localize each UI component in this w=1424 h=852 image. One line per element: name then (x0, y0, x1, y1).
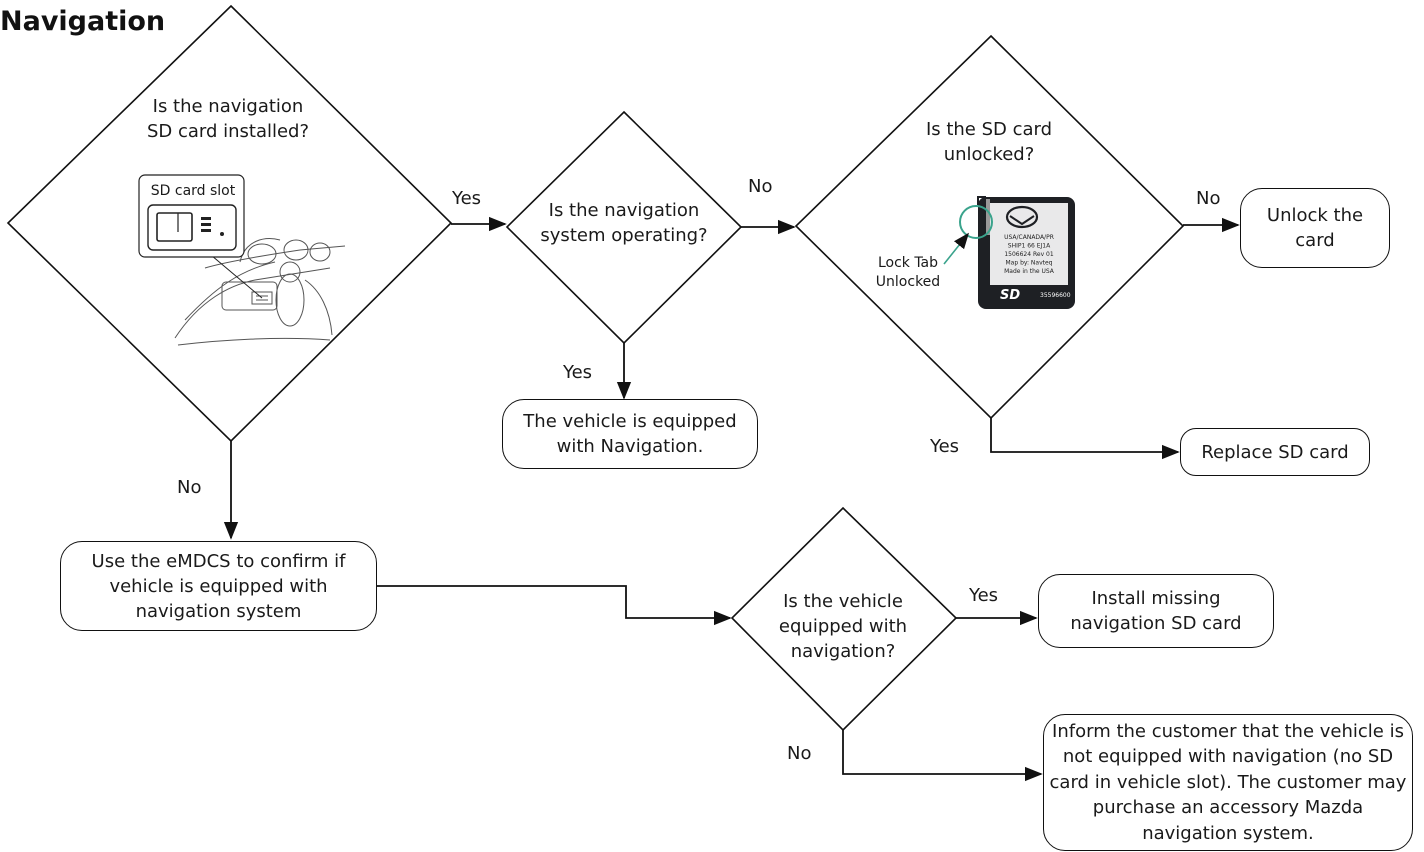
box-install-sd-card: Install missing navigation SD card (1038, 574, 1274, 648)
box-replace-sd-card: Replace SD card (1180, 428, 1370, 476)
edge-label-yes: Yes (930, 436, 960, 457)
sd-card-text-line: 1506624 Rev 01 (1004, 251, 1053, 258)
edge-label-no: No (748, 176, 773, 197)
box-use-emdcs: Use the eMDCS to confirm if vehicle is e… (60, 541, 377, 631)
dashboard-illustration (174, 238, 346, 346)
sd-slot-label: SD card slot (150, 183, 236, 199)
box-vehicle-equipped-navigation: The vehicle is equipped with Navigation. (502, 399, 758, 469)
edge-label-no: No (177, 477, 202, 498)
edge-label-no: No (787, 743, 812, 764)
edge-label-yes: Yes (969, 585, 999, 606)
arrow-emdcs-to-equipped (377, 585, 732, 626)
lock-tab-circle (959, 205, 993, 239)
edge-label-yes: Yes (563, 362, 593, 383)
sd-card-text-line: Made in the USA (1004, 268, 1055, 275)
sd-card-text-line: SHIP1 66 EJ1A (1008, 243, 1051, 250)
edge-label-no: No (1196, 188, 1221, 209)
arrow-unlocked-yes (990, 418, 1180, 460)
arrow-equipped-no (842, 730, 1043, 782)
sd-card-text-line: 35596600 (1040, 292, 1071, 299)
sd-logo: SD (1000, 288, 1020, 303)
sd-card-text-line: USA/CANADA/PR (1004, 234, 1054, 241)
edge-label-yes: Yes (452, 188, 482, 209)
lock-tab-label: Lock Tab Unlocked (875, 255, 941, 290)
decision-text-vehicle-equipped: Is the vehicle equipped with navigation? (778, 591, 908, 662)
sd-slot-callout (138, 174, 245, 258)
decision-text-sd-unlocked: Is the SD card unlocked? (925, 119, 1053, 165)
box-unlock-card: Unlock the card (1240, 188, 1390, 268)
decision-text-system-operating: Is the navigation system operating? (540, 200, 708, 246)
page-title: Navigation (0, 6, 166, 37)
decision-text-sd-installed: Is the navigation SD card installed? (146, 96, 310, 142)
box-inform-customer: Inform the customer that the vehicle is … (1043, 714, 1413, 851)
sd-card-text-line: Map by: Navteq (1006, 260, 1053, 267)
lock-tab-pointer (943, 232, 969, 265)
